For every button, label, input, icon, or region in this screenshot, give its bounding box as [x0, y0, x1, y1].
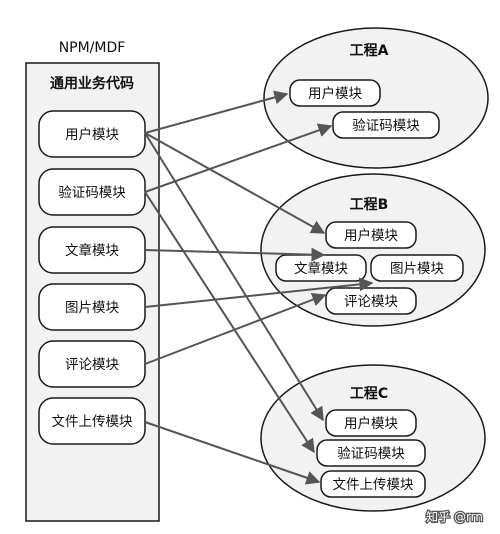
project-c-module-user-label: 用户模块 [344, 415, 398, 432]
project-b-title: 工程B [350, 197, 389, 213]
library-module-user: 用户模块 [38, 110, 146, 158]
project-a-module-user [289, 79, 381, 107]
project-a-module-captcha-label: 验证码模块 [352, 118, 420, 134]
project-b-module-image-label: 图片模块 [390, 261, 444, 277]
library-module-comment: 评论模块 [38, 340, 146, 388]
project-c-module-captcha [316, 439, 426, 467]
library-title: 通用业务代码 [50, 75, 134, 92]
arrow-captcha-to-a [144, 123, 333, 193]
arrow-captcha-to-c [144, 191, 315, 454]
library-module-image: 图片模块 [38, 283, 146, 331]
project-b-module-article-label: 文章模块 [294, 260, 348, 277]
arrow-user-to-a [144, 90, 289, 134]
project-b-module-user-label: 用户模块 [344, 227, 398, 244]
project-c-module-upload [320, 470, 426, 498]
project-a-module-user-label: 用户模块 [308, 85, 362, 102]
library-header: NPM/MDF [59, 40, 126, 56]
dependency-arrows [144, 90, 374, 485]
library-module-label: 评论模块 [65, 357, 119, 373]
library-module-label: 用户模块 [65, 126, 119, 143]
library-module-label: 文章模块 [65, 242, 119, 259]
project-a-title: 工程A [350, 43, 389, 59]
project-a-module-captcha [332, 111, 440, 139]
watermark: 知乎 @rrn [426, 510, 483, 524]
library-module-label: 图片模块 [65, 300, 119, 316]
arrow-user-to-b [144, 132, 326, 234]
project-b: 工程B 用户模块 文章模块 图片模块 评论模块 [260, 173, 486, 327]
arrow-upload-to-c [144, 421, 321, 485]
project-b-module-user [325, 221, 417, 249]
library-module-upload: 文件上传模块 [38, 397, 146, 445]
project-c-module-upload-label: 文件上传模块 [333, 477, 414, 493]
library-module-label: 验证码模块 [58, 185, 126, 201]
project-b-module-comment-label: 评论模块 [344, 294, 398, 310]
project-a: 工程A 用户模块 验证码模块 [263, 27, 489, 169]
arrow-comment-to-b [144, 292, 327, 365]
project-c-title: 工程C [350, 386, 388, 402]
project-c-module-captcha-label: 验证码模块 [337, 446, 405, 462]
arrow-article-to-b [144, 247, 326, 262]
project-c: 工程C 用户模块 验证码模块 文件上传模块 [260, 364, 486, 512]
library-module-article: 文章模块 [38, 226, 146, 274]
arrow-image-to-b [144, 277, 374, 308]
project-b-module-image [370, 254, 464, 282]
library-module-label: 文件上传模块 [52, 414, 133, 430]
library-module-captcha: 验证码模块 [38, 168, 146, 216]
project-c-module-user [325, 409, 417, 437]
